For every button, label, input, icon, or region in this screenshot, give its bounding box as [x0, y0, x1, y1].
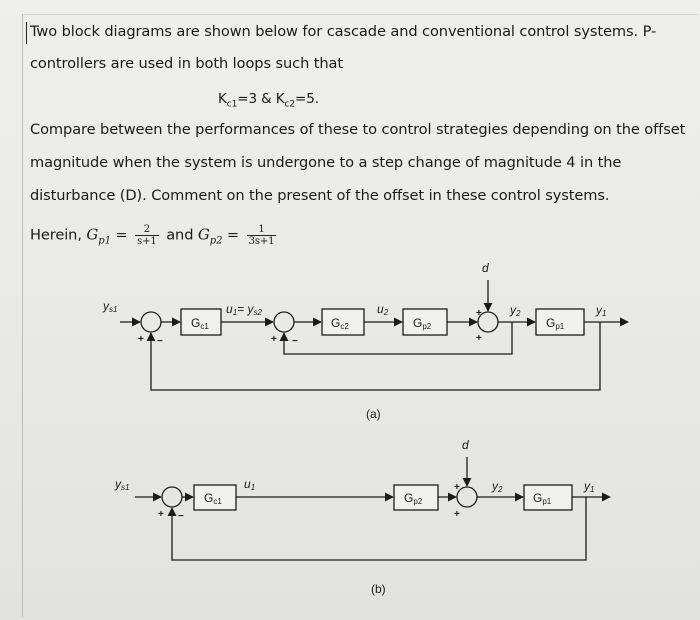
- b-gp2-block: [393, 484, 439, 511]
- b-y1-label: y1: [583, 479, 594, 494]
- herein-label: Herein,: [30, 226, 87, 244]
- a-dj-plus-left: +: [476, 333, 482, 344]
- b-sj-minus: −: [178, 511, 184, 522]
- a-sj1-plus: +: [138, 334, 144, 345]
- and-label: and: [161, 226, 198, 244]
- b-summing-junction: [161, 486, 183, 508]
- kc1-value: =3 &: [237, 91, 276, 107]
- a-inner-feedback: [279, 322, 513, 355]
- a-u2-label: u2: [377, 302, 389, 317]
- problem-line-1: Two block diagrams are shown below for c…: [30, 23, 657, 40]
- diagram-b: [135, 457, 611, 561]
- b-caption: (b): [371, 582, 386, 596]
- gp2-denominator: 3s+1: [248, 236, 275, 247]
- a-y1-label: y1: [595, 303, 606, 318]
- gp1-denominator: s+1: [137, 236, 157, 247]
- b-y2-label: y2: [491, 479, 503, 494]
- controller-gains: Kc1=3 & Kc2=5.: [218, 89, 319, 115]
- text-cursor: [26, 22, 27, 44]
- a-gc1-block: [180, 308, 222, 336]
- a-d-label: d: [482, 261, 489, 275]
- gp2-symbol: G: [197, 225, 210, 244]
- b-dj-plus-left: +: [454, 509, 460, 520]
- b-gp1-label: Gp1: [533, 491, 552, 506]
- a-caption: (a): [366, 407, 381, 421]
- kc1-symbol: K: [218, 91, 227, 107]
- gp2-subscript: p2: [209, 235, 223, 247]
- diagram-b-labels: ys1 + − Gc1 u1 Gp2 d + + y2 Gp1 y1 (b): [114, 438, 594, 596]
- b-gc1-block: [193, 484, 237, 511]
- a-sj2-minus: −: [292, 336, 298, 347]
- b-ys1-label: ys1: [114, 477, 129, 492]
- kc2-value: =5.: [295, 91, 319, 107]
- a-sj2-plus: +: [271, 334, 277, 345]
- diagram-a-labels: ys1 + − Gc1 u1= ys2 + − Gc2 u2 Gp2 d + +…: [102, 261, 606, 421]
- a-gp2-label: Gp2: [413, 316, 432, 331]
- b-gc1-label: Gc1: [204, 491, 222, 506]
- a-gc2-block: [321, 308, 365, 336]
- gp1-equals: =: [110, 226, 133, 244]
- b-disturbance-junction: [456, 486, 478, 508]
- gp2-numerator: 1: [246, 224, 277, 236]
- a-gc1-label: Gc1: [191, 316, 209, 331]
- a-outer-feedback: [146, 322, 601, 391]
- kc2-symbol: K: [275, 91, 285, 107]
- a-gc2-label: Gc2: [331, 316, 349, 331]
- gp1-subscript: p1: [98, 235, 111, 247]
- b-gp2-label: Gp2: [404, 491, 423, 506]
- b-dj-plus-top: +: [454, 482, 460, 493]
- b-sj-plus: +: [158, 509, 164, 520]
- kc1-subscript: c1: [226, 99, 238, 110]
- b-feedback: [167, 497, 587, 561]
- gp1-symbol: G: [86, 225, 99, 244]
- a-sj1-minus: −: [157, 336, 163, 347]
- a-y2-label: y2: [509, 303, 521, 318]
- a-summing-junction-1: [140, 311, 162, 333]
- b-d-label: d: [462, 438, 469, 452]
- gp2-equals: =: [222, 226, 244, 244]
- b-u1-label: u1: [244, 477, 255, 492]
- document-frame: [22, 14, 698, 617]
- problem-line-4: Compare between the performances of thes…: [30, 121, 686, 138]
- problem-line-2: controllers are used in both loops such …: [30, 55, 343, 72]
- kc2-subscript: c2: [284, 99, 296, 110]
- a-u1-ys2-label: u1= ys2: [226, 302, 262, 317]
- problem-line-6: disturbance (D). Comment on the present …: [30, 187, 610, 204]
- gp1-numerator: 2: [135, 224, 159, 236]
- a-ys1-label: ys1: [102, 299, 117, 314]
- a-gp1-label: Gp1: [546, 316, 565, 331]
- diagram-a: [120, 280, 629, 391]
- a-dj-plus-top: +: [476, 308, 482, 319]
- a-summing-junction-2: [273, 311, 295, 333]
- a-gp1-block: [535, 308, 585, 336]
- problem-line-5: magnitude when the system is undergone t…: [30, 154, 622, 171]
